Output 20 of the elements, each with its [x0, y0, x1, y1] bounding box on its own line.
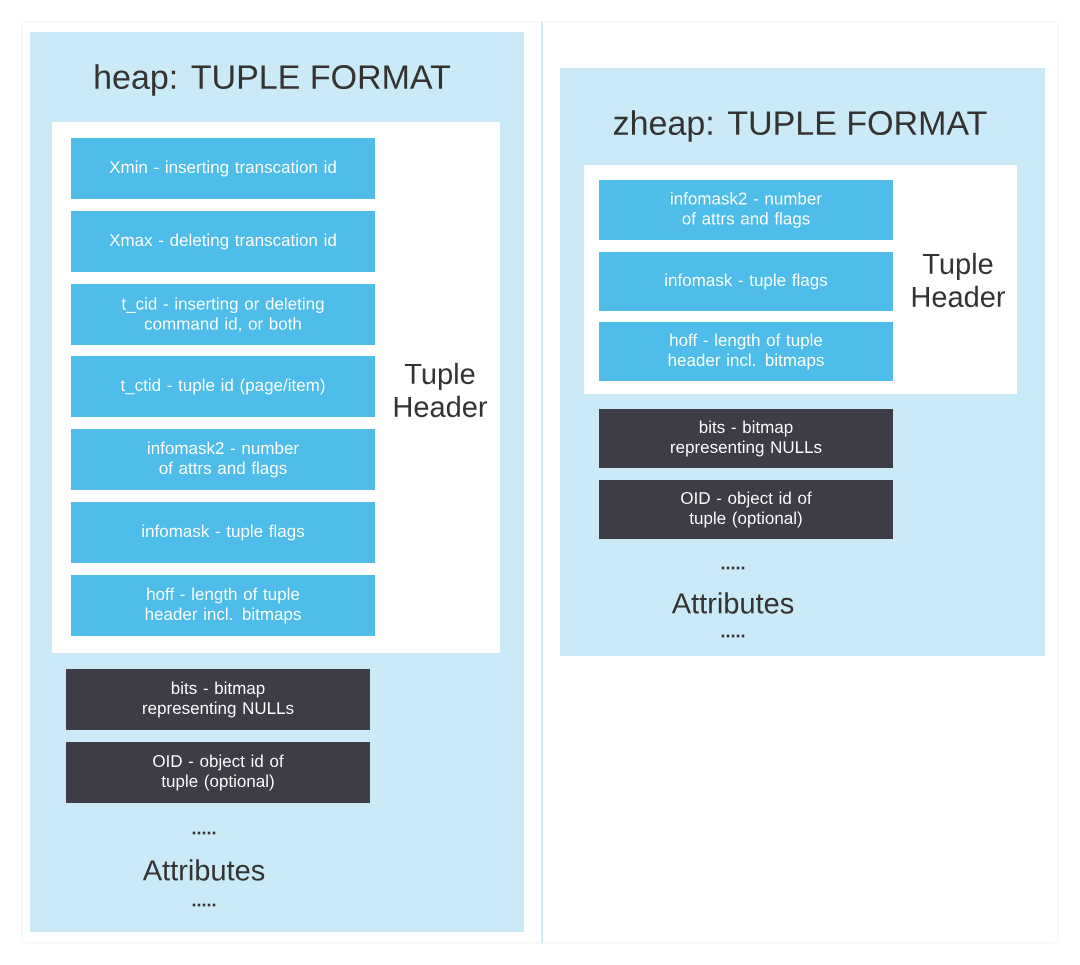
field-box: bits - bitmap representing NULLs: [66, 669, 370, 730]
ellipsis-label: .....: [721, 634, 745, 638]
field-box: t_cid - inserting or deleting command id, or both: [71, 284, 375, 345]
field-box: infomask2 - number of attrs and flags: [71, 429, 375, 490]
field-box: Xmax - deleting transcation id: [71, 211, 375, 272]
field-box: hoff - length of tuple header incl. bitmaps: [71, 575, 375, 636]
field-box: OID - object id of tuple (optional): [599, 480, 893, 539]
field-box: infomask - tuple flags: [71, 502, 375, 563]
ellipsis-label: .....: [192, 903, 216, 907]
field-box: bits - bitmap representing NULLs: [599, 409, 893, 468]
ellipsis-label: .....: [721, 566, 745, 570]
field-box: Xmin - inserting transcation id: [71, 138, 375, 199]
attributes-label: Attributes: [142, 859, 265, 881]
field-box: hoff - length of tuple header incl. bitmaps: [599, 322, 893, 381]
ellipsis-label: .....: [192, 831, 216, 835]
field-box: OID - object id of tuple (optional): [66, 742, 370, 803]
attributes-label: Attributes: [671, 592, 794, 614]
field-box: t_ctid - tuple id (page/item): [71, 356, 375, 417]
field-box: infomask2 - number of attrs and flags: [599, 180, 893, 240]
field-box: infomask - tuple flags: [599, 252, 893, 311]
